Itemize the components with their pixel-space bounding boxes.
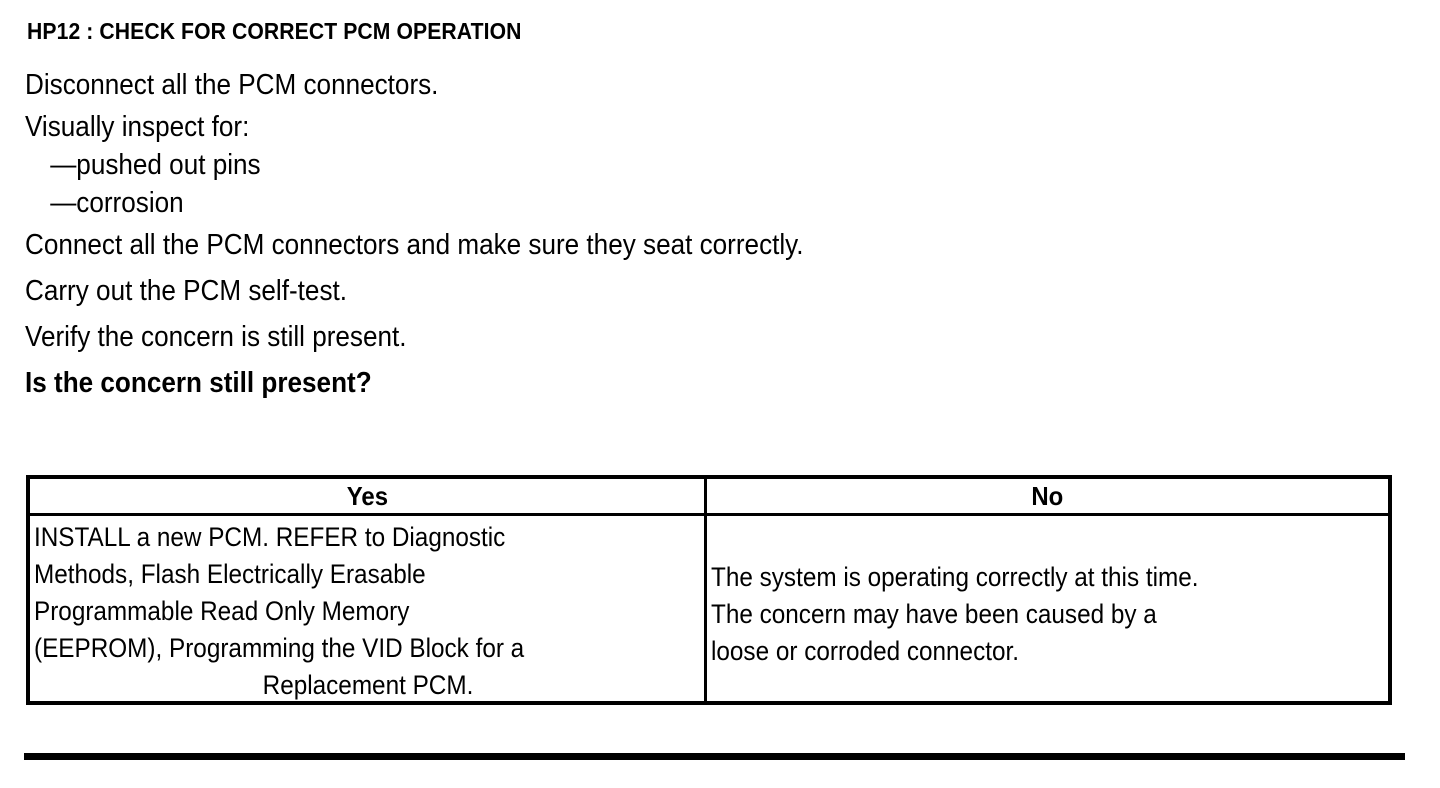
no-cell-text: The system is operating correctly at thi… (711, 559, 1386, 670)
no-cell-line: The concern may have been caused by a (711, 599, 1157, 629)
no-cell-line: loose or corroded connector. (711, 636, 1019, 666)
yes-cell-line: INSTALL a new PCM. REFER to Diagnostic (34, 522, 506, 552)
page-title: HP12 : CHECK FOR CORRECT PCM OPERATION (27, 18, 522, 44)
table-header-row: Yes No (30, 479, 1388, 516)
table-header-yes-label: Yes (346, 480, 388, 511)
table-header-no-label: No (1031, 480, 1064, 511)
procedure-steps: Disconnect all the PCM connectors. Visua… (25, 62, 1415, 406)
table-header-no: No (707, 479, 1388, 513)
table-cell-no: The system is operating correctly at thi… (707, 516, 1388, 702)
yes-cell-line: Replacement PCM. (262, 670, 474, 700)
table-body-row: INSTALL a new PCM. REFER to Diagnostic M… (30, 516, 1388, 702)
no-cell-line: The system is operating correctly at thi… (711, 562, 1199, 592)
step-line: Carry out the PCM self-test. (25, 275, 348, 307)
step-line-bullet: —corrosion (50, 187, 184, 219)
step-line: Visually inspect for: (25, 111, 250, 143)
step-line: Connect all the PCM connectors and make … (25, 229, 804, 261)
table-header-yes: Yes (30, 479, 707, 513)
step-line: Disconnect all the PCM connectors. (25, 69, 439, 101)
step-question: Is the concern still present? (25, 367, 372, 399)
step-line-bullet: —pushed out pins (50, 149, 261, 181)
yes-cell-text: INSTALL a new PCM. REFER to Diagnostic M… (34, 519, 702, 704)
yes-cell-line: (EEPROM), Programming the VID Block for … (34, 633, 525, 663)
step-line: Verify the concern is still present. (25, 321, 407, 353)
table-cell-yes: INSTALL a new PCM. REFER to Diagnostic M… (30, 516, 707, 702)
decision-table: Yes No INSTALL a new PCM. REFER to Diagn… (26, 475, 1392, 705)
yes-cell-line: Methods, Flash Electrically Erasable (34, 559, 426, 589)
yes-cell-line: Programmable Read Only Memory (34, 596, 410, 626)
section-divider-rule (24, 753, 1405, 760)
